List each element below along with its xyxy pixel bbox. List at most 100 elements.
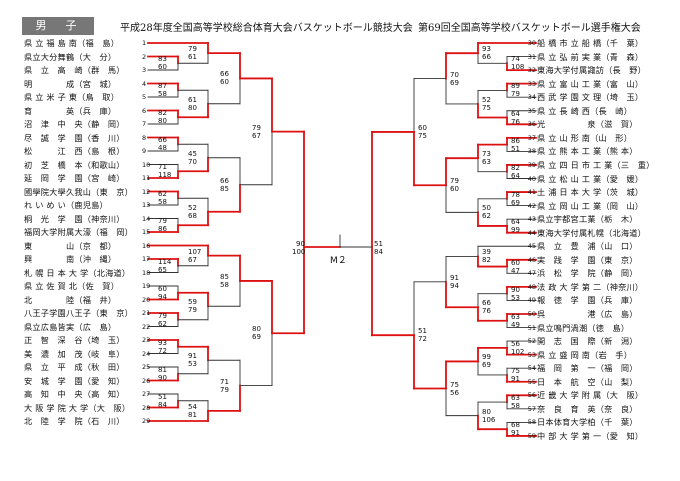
seed-number: 4: [142, 79, 147, 88]
seed-number: 44: [527, 228, 536, 237]
final-match-label: M２: [330, 256, 347, 266]
seed-number: 41: [527, 188, 536, 197]
seed-number: 39: [527, 160, 536, 169]
score-top: 83: [158, 55, 167, 64]
team-name: 福岡大学附属大濠（福 岡）: [24, 227, 134, 237]
score-top: 79: [158, 311, 167, 320]
score-top: 73: [482, 150, 491, 159]
seed-number: 9: [142, 147, 147, 155]
score-top: 64: [511, 109, 520, 118]
seed-number: 40: [527, 174, 536, 183]
seed-number: 25: [142, 363, 151, 371]
score-top: 71: [158, 163, 167, 172]
score-top: 89: [511, 82, 520, 91]
score-top: 61: [188, 95, 197, 104]
team-name: 県 立 盛 岡 南（岩 手）: [537, 349, 633, 360]
score-top: 82: [511, 163, 520, 172]
score-top: 39: [482, 248, 491, 257]
score-top: 91: [450, 273, 459, 282]
seed-number: 49: [527, 296, 536, 305]
team-name: 八王子学園八王子（東 京）: [24, 308, 134, 318]
score-top: 54: [188, 402, 197, 411]
score-top: 50: [482, 204, 491, 213]
score-top: 51: [158, 392, 167, 401]
team-name: 土 浦 日 本 大 学（茨 城）: [537, 187, 644, 198]
score-bottom: 68: [188, 211, 197, 220]
team-name: 県 立 豊 浦（山 口）: [537, 241, 638, 252]
score-bottom: 62: [482, 212, 491, 221]
score-top: 71: [220, 377, 229, 386]
team-name: 県 立 米 子 東（鳥 取）: [24, 92, 120, 102]
score-top: 107: [188, 247, 202, 256]
team-name: 美 濃 加 茂（岐 阜）: [24, 348, 125, 359]
category-badge: 男 子: [22, 17, 94, 35]
team-name: 開 志 国 際（新 潟）: [537, 336, 638, 347]
score-bottom: 53: [188, 360, 197, 369]
team-name: 安 城 学 園（愛 知）: [24, 375, 125, 386]
team-name: 実 践 学 園（東 京）: [537, 254, 638, 265]
score-bottom: 106: [482, 415, 496, 424]
score-top: 68: [511, 421, 520, 430]
score-top: 79: [188, 45, 197, 54]
score-bottom: 60: [450, 185, 459, 194]
score-top: 60: [158, 284, 167, 293]
team-name: 東海大学付属札幌（北海道）: [537, 227, 647, 238]
team-name: 高 知 中 央（高 知）: [24, 389, 125, 399]
score-bottom: 76: [482, 307, 491, 316]
score-bottom: 47: [511, 266, 520, 275]
team-name: 桐 光 学 園（神奈川）: [24, 213, 125, 224]
final-right-score-top: 51: [374, 240, 383, 248]
score-bottom: 85: [220, 184, 229, 193]
seed-number: 34: [527, 93, 536, 102]
score-top: 66: [220, 176, 229, 185]
team-name: 東海大学付属諏訪（長 野）: [537, 65, 647, 76]
team-name: 県 立 佐 賀 北（佐 賀）: [24, 281, 120, 291]
score-bottom: 91: [511, 429, 520, 438]
seed-number: 8: [142, 133, 147, 142]
seed-number: 5: [142, 93, 147, 101]
score-bottom: 51: [511, 144, 520, 153]
team-name: 報 徳 学 園（兵 庫）: [537, 295, 638, 306]
score-bottom: 86: [158, 225, 167, 234]
team-name: 浜 松 学 院（静 岡）: [537, 268, 638, 279]
seed-number: 38: [527, 147, 536, 156]
team-name: 福 岡 第 一（福 岡）: [537, 363, 638, 374]
seed-number: 13: [142, 201, 151, 209]
team-name: 育 英（兵 庫）: [24, 105, 117, 116]
seed-number: 15: [142, 228, 151, 236]
team-name: 県 立 山 形 南（山 形）: [537, 132, 633, 143]
team-name: 県 立 福 島 南（福 島）: [24, 38, 120, 48]
score-bottom: 94: [158, 292, 167, 301]
score-bottom: 69: [482, 361, 491, 370]
score-top: 74: [511, 55, 520, 64]
seed-number: 50: [527, 310, 536, 318]
seed-number: 42: [527, 201, 536, 210]
seed-number: 45: [527, 242, 536, 251]
seed-number: 1: [142, 39, 147, 47]
score-top: 79: [450, 177, 459, 186]
team-name: 船 橋 市 立 船 橋（千 葉）: [537, 38, 644, 48]
score-bottom: 63: [482, 158, 491, 167]
score-bottom: 99: [511, 225, 520, 234]
score-top: 52: [482, 95, 491, 104]
seed-number: 31: [527, 52, 536, 61]
seed-number: 47: [527, 269, 536, 278]
score-bottom: 61: [188, 53, 197, 62]
seed-number: 22: [142, 322, 151, 331]
score-bottom: 58: [158, 90, 167, 99]
score-top: 86: [511, 136, 520, 145]
score-bottom: 80: [188, 103, 197, 112]
team-name: 県立大分舞鶴（大 分）: [24, 51, 117, 62]
team-name: 大 阪 学 院 大 学（大 阪）: [24, 402, 131, 413]
team-name: 興 南（沖 縄）: [24, 254, 117, 264]
team-name: 県 立 富 山 工 業（富 山）: [537, 78, 644, 89]
score-bottom: 62: [158, 319, 167, 328]
score-bottom: 58: [511, 402, 520, 411]
score-bottom: 65: [158, 265, 167, 274]
score-top: 51: [418, 327, 427, 336]
team-name: 県 立 熊 本 工 業（熊 本）: [537, 146, 638, 157]
score-top: 45: [188, 149, 197, 158]
score-top: 64: [511, 217, 520, 226]
team-name: れ い め い（鹿児島）: [24, 200, 108, 210]
score-bottom: 90: [158, 373, 167, 382]
